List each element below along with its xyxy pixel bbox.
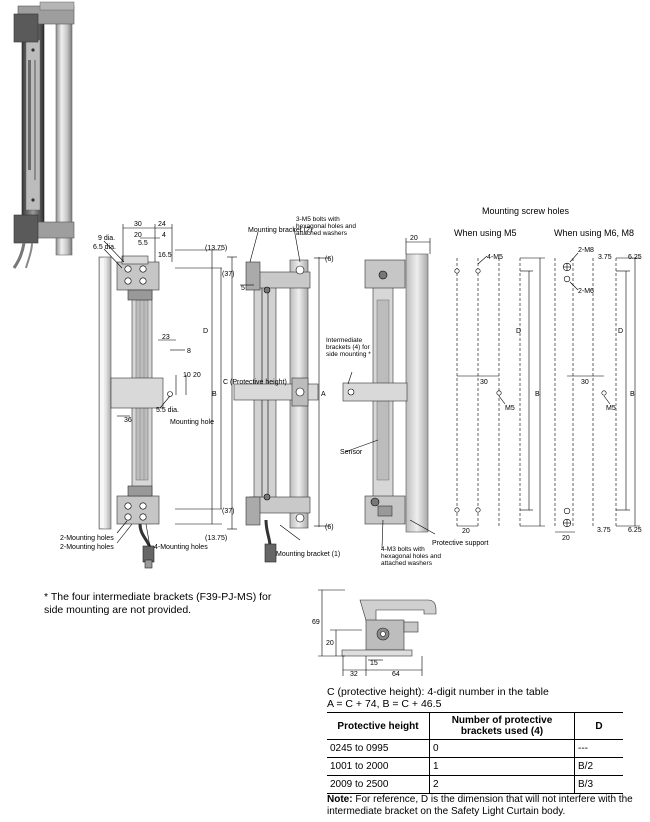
note-text: For reference, D is the dimension that w… bbox=[327, 794, 633, 817]
when-m5-label: When using M5 bbox=[454, 228, 517, 238]
m6-dim-30: 30 bbox=[581, 379, 589, 386]
m5-dim-30: 30 bbox=[480, 379, 488, 386]
protective-support-label: Protective support bbox=[432, 540, 488, 547]
dim-5: 5 bbox=[241, 285, 245, 292]
caption-line-1: C (protective height): 4-digit number in… bbox=[327, 686, 549, 698]
formula-caption: C (protective height): 4-digit number in… bbox=[327, 686, 549, 710]
dim-13-75-top: (13.75) bbox=[205, 245, 227, 252]
detail-dim-32: 32 bbox=[350, 671, 358, 678]
protective-height-table: Protective height Number of protective b… bbox=[327, 712, 623, 794]
mounting-bracket-1-label: Mounting bracket (1) bbox=[276, 551, 340, 558]
m6-dim-3-75-top: 3.75 bbox=[598, 254, 612, 261]
dim-37-bot: (37) bbox=[222, 508, 234, 515]
hole-6-5-dia: 6.5 dia. bbox=[93, 244, 116, 251]
mounting-hole-label: Mounting hole bbox=[170, 419, 214, 426]
mounting-bracket-2-label: Mounting bracket (2) bbox=[248, 227, 312, 234]
front-view bbox=[98, 224, 237, 569]
m5-dim-20: 20 bbox=[462, 528, 470, 535]
when-m6-m8-label: When using M6, M8 bbox=[554, 228, 634, 238]
header-protective-height: Protective height bbox=[327, 712, 430, 740]
m6-b: B bbox=[630, 391, 635, 398]
dim-20: 20 bbox=[134, 232, 142, 239]
header-d: D bbox=[574, 712, 623, 740]
sensor-label: Sensor bbox=[340, 449, 363, 456]
note-label: Note: bbox=[327, 794, 353, 805]
detail-dim-15: 15 bbox=[370, 660, 378, 667]
two-mounting-holes-a: 2-Mounting holes bbox=[60, 535, 114, 542]
detail-dim-20: 20 bbox=[326, 640, 334, 647]
intermediate-brackets-label: Intermediate brackets (4) for side mount… bbox=[326, 337, 371, 358]
two-mounting-holes-b: 2-Mounting holes bbox=[60, 544, 114, 551]
dim-37-top: (37) bbox=[222, 271, 234, 278]
label-a: A bbox=[321, 391, 326, 398]
dim-30: 30 bbox=[134, 221, 142, 228]
caption-line-2: A = C + 74, B = C + 46.5 bbox=[327, 698, 442, 710]
dim-16-5: 16.5 bbox=[158, 252, 172, 259]
four-mounting-holes: 4-Mounting holes bbox=[154, 544, 208, 551]
table-row: 0245 to 0995 0 --- bbox=[327, 739, 623, 758]
dim-4: 4 bbox=[162, 232, 166, 239]
dim-36: 36 bbox=[124, 417, 132, 424]
table-cell: 0245 to 0995 bbox=[327, 739, 430, 758]
back-dim-20: 20 bbox=[410, 235, 418, 242]
side-view bbox=[233, 227, 330, 563]
detail-dim-69: 69 bbox=[312, 619, 320, 626]
m6-d: D bbox=[618, 328, 623, 335]
hole-5-5-dia: 5.5 dia. bbox=[156, 407, 179, 414]
dim-8: 8 bbox=[187, 348, 191, 355]
m5-b: B bbox=[535, 391, 540, 398]
table-row: 1001 to 2000 1 B/2 bbox=[327, 757, 623, 776]
footnote: * The four intermediate brackets (F39-PJ… bbox=[44, 591, 272, 616]
dim-6-top: (6) bbox=[325, 256, 334, 263]
header-brackets-used: Number of protective brackets used (4) bbox=[429, 712, 575, 740]
m5-label: 4-M5 bbox=[487, 254, 503, 261]
label-c-protective-height: C (Protective height) bbox=[223, 379, 287, 386]
label-b: B bbox=[212, 391, 217, 398]
drawing-labels: Mounting screw holes When using M5 When … bbox=[60, 206, 642, 678]
dim-5-5: 5.5 bbox=[138, 240, 148, 247]
reference-note: Note: For reference, D is the dimension … bbox=[327, 794, 637, 818]
m5-d: D bbox=[516, 328, 521, 335]
m6-m8-holes-view bbox=[554, 252, 640, 533]
table-cell: 2009 to 2500 bbox=[327, 775, 430, 794]
m6-label-m8: 2-M8 bbox=[578, 247, 594, 254]
table-cell: --- bbox=[574, 739, 623, 758]
dim-24: 24 bbox=[158, 221, 166, 228]
dim-20b: 20 bbox=[193, 372, 201, 379]
bolts-bottom-label: 4-M3 bolts with hexagonal holes and atta… bbox=[381, 546, 441, 567]
label-d: D bbox=[203, 328, 208, 335]
dim-10: 10 bbox=[183, 372, 191, 379]
bracket-detail-view bbox=[318, 589, 437, 676]
m6-m5: M5 bbox=[606, 405, 616, 412]
m6-label-m6: 2-M6 bbox=[578, 288, 594, 295]
table-cell: B/3 bbox=[574, 775, 623, 794]
m6-dim-6-25-bot: 6.25 bbox=[628, 527, 642, 534]
hole-9-dia: 9 dia. bbox=[98, 235, 115, 242]
m5-holes-view bbox=[454, 255, 545, 527]
back-view bbox=[342, 238, 436, 549]
bolts-top-label: 3-M5 bolts with hexagonal holes and atta… bbox=[296, 216, 356, 237]
dim-6-bot: (6) bbox=[325, 524, 334, 531]
table-cell: 1 bbox=[429, 757, 575, 776]
m6-dim-20: 20 bbox=[562, 535, 570, 542]
dim-13-75-bot: (13.75) bbox=[205, 535, 227, 542]
detail-dim-64: 64 bbox=[392, 671, 400, 678]
table-header-row: Protective height Number of protective b… bbox=[327, 712, 623, 740]
table-cell: 2 bbox=[429, 775, 575, 794]
mounting-screw-holes-title: Mounting screw holes bbox=[482, 206, 570, 216]
m5-m5: M5 bbox=[505, 405, 515, 412]
product-photo bbox=[12, 0, 78, 269]
dim-23: 23 bbox=[162, 334, 170, 341]
table-cell: 1001 to 2000 bbox=[327, 757, 430, 776]
m6-dim-6-25-top: 6.25 bbox=[628, 254, 642, 261]
table-cell: B/2 bbox=[574, 757, 623, 776]
m6-dim-3-75-bot: 3.75 bbox=[597, 527, 611, 534]
table-row: 2009 to 2500 2 B/3 bbox=[327, 775, 623, 794]
table-cell: 0 bbox=[429, 739, 575, 758]
